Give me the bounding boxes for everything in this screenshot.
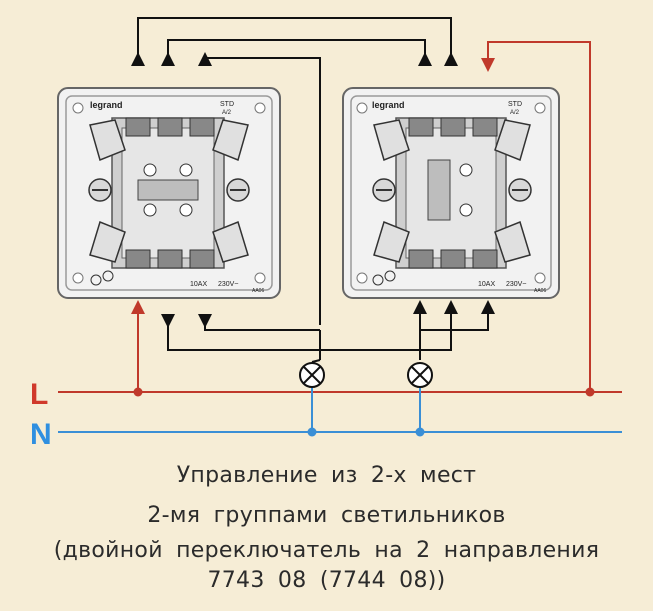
mark-label-right: AA06	[534, 288, 546, 294]
std-label-left: STD	[220, 101, 234, 108]
std-label-right: STD	[508, 101, 522, 108]
voltage-label-left: 230V~	[218, 281, 238, 288]
link-wire-bottom	[204, 314, 320, 331]
rating-label-left: 10AX	[190, 281, 207, 288]
lamp-symbol-right	[372, 270, 396, 286]
neutral-label: N	[30, 418, 52, 451]
line-label: L	[30, 378, 48, 411]
traveler-wire-top-outer	[137, 17, 452, 66]
black-arrows	[131, 52, 495, 328]
caption-line-3: (двойной переключатель на 2 направления	[53, 538, 600, 563]
double-switch-right: legrand STD A/2 10AX 230V~ AA06	[342, 87, 560, 299]
std-sub-label-right: A/2	[510, 110, 520, 116]
std-sub-label-left: A/2	[222, 110, 232, 116]
neutral-wires	[58, 388, 622, 437]
line-wires	[58, 41, 622, 397]
lamp-1	[299, 359, 325, 388]
caption-line-1: Управление из 2-х мест	[176, 463, 477, 488]
lamp-symbol-left	[90, 270, 114, 286]
brand-label-left: legrand	[90, 100, 123, 110]
lamp-2	[407, 362, 433, 388]
caption-line-4: 7743 08 (7744 08))	[0, 568, 653, 593]
mark-label-left: AA06	[252, 288, 264, 294]
caption-line-2: 2-мя группами светильников	[147, 503, 506, 528]
double-switch-left: legrand STD A/2 10AX 230V~ AA06	[57, 87, 281, 299]
rating-label-right: 10AX	[478, 281, 495, 288]
voltage-label-right: 230V~	[506, 281, 526, 288]
model-number-b: (7744 08))	[319, 568, 446, 593]
model-number-a: 7743 08	[207, 568, 307, 593]
traveler-wire-bottom	[167, 314, 452, 351]
lamp2-feed	[419, 314, 489, 360]
brand-label-right: legrand	[372, 100, 405, 110]
